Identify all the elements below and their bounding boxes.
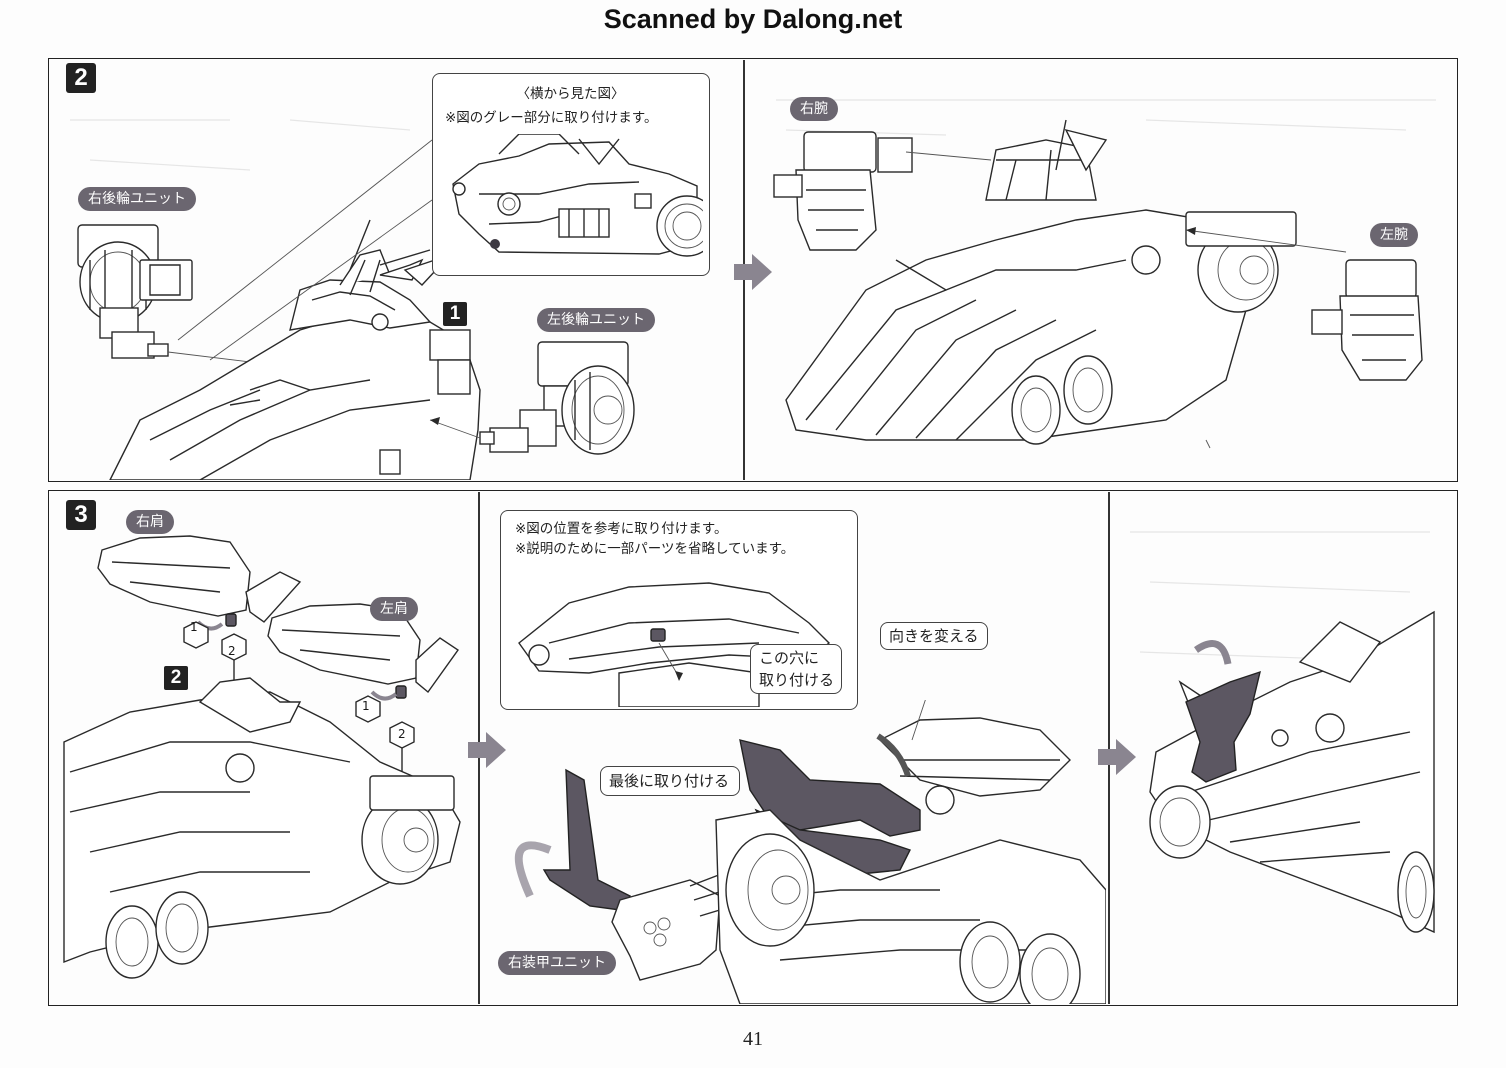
step2-assembly-illustration	[70, 119, 635, 480]
order-mark-2b	[389, 721, 415, 749]
label-right-armor-unit: 右装甲ユニット	[498, 951, 616, 975]
step2-frame	[48, 58, 1458, 482]
rotate-arrow-icon	[514, 841, 552, 898]
label-right-rear-wheel-unit: 右後輪ユニット	[78, 187, 196, 211]
sub-step-1-badge: 1	[443, 302, 467, 326]
attach-hole-text-2: 取り付ける	[759, 671, 835, 689]
left-arm-drawing	[1311, 259, 1423, 381]
vehicle-body-drawing	[63, 677, 461, 979]
label-left-arm: 左腕	[1370, 223, 1418, 247]
label-left-rear-wheel-unit: 左後輪ユニット	[537, 308, 655, 332]
step3-badge: 3	[66, 500, 96, 530]
right-rear-wheel-unit-drawing	[77, 224, 193, 359]
label-right-shoulder: 右肩	[126, 510, 174, 534]
step3-divider-2	[1108, 492, 1110, 1004]
right-arrow-icon	[1098, 739, 1136, 775]
right-shoulder-drawing	[97, 535, 302, 627]
right-arm-drawing	[773, 131, 913, 251]
change-direction-text: 向きを変える	[889, 627, 979, 645]
right-armor-unit-drawing	[542, 768, 721, 981]
order-number: 2	[228, 644, 236, 658]
inset-note: ※図のグレー部分に取り付けます。	[445, 110, 658, 126]
inset-title: 〈横から見た図〉	[516, 86, 625, 102]
rotate-arrow-icon	[876, 733, 911, 777]
attach-hole-callout: この穴に 取り付ける	[750, 644, 842, 694]
step2-badge: 2	[66, 63, 96, 93]
order-number: 1	[190, 620, 198, 634]
order-number: 2	[398, 727, 406, 741]
step2-result-illustration	[773, 99, 1436, 449]
rotate-arrow-icon	[1194, 640, 1232, 665]
left-shoulder-drawing	[267, 603, 459, 699]
order-mark-2	[221, 633, 247, 661]
label-right-arm: 右腕	[790, 97, 838, 121]
rotate-arrow-icon	[370, 690, 398, 701]
step3-frame	[48, 490, 1458, 1006]
label-left-shoulder: 左肩	[370, 597, 418, 621]
page-number: 41	[743, 1028, 763, 1050]
step3-final-illustration	[1130, 531, 1435, 934]
right-arrow-icon	[468, 732, 506, 768]
left-rear-wheel-unit-drawing	[479, 341, 635, 455]
right-arrow-icon	[734, 254, 772, 290]
sub-step-2-badge: 2	[164, 666, 188, 690]
armor-unit-assembly-illustration	[514, 700, 1106, 1004]
change-direction-callout: 向きを変える	[880, 622, 988, 650]
watermark: Scanned by Dalong.net	[603, 4, 903, 34]
inset-note-1: ※図の位置を参考に取り付けます。	[515, 521, 728, 537]
order-number: 1	[362, 699, 370, 713]
order-mark-1b	[355, 695, 381, 723]
attach-last-callout: 最後に取り付ける	[600, 766, 740, 796]
step3-shoulder-assembly-illustration	[63, 535, 461, 979]
attach-hole-text-1: この穴に	[759, 649, 820, 667]
main-body-drawing	[109, 219, 481, 480]
side-view-illustration	[452, 134, 703, 257]
gray-attachment-point	[490, 239, 500, 249]
inset-note-2: ※説明のために一部パーツを省略しています。	[515, 541, 795, 557]
attach-last-text: 最後に取り付ける	[609, 772, 730, 790]
side-view-inset: 〈横から見た図〉 ※図のグレー部分に取り付けます。	[432, 73, 710, 276]
vehicle-body-drawing	[785, 119, 1297, 445]
order-mark-1	[183, 621, 209, 649]
